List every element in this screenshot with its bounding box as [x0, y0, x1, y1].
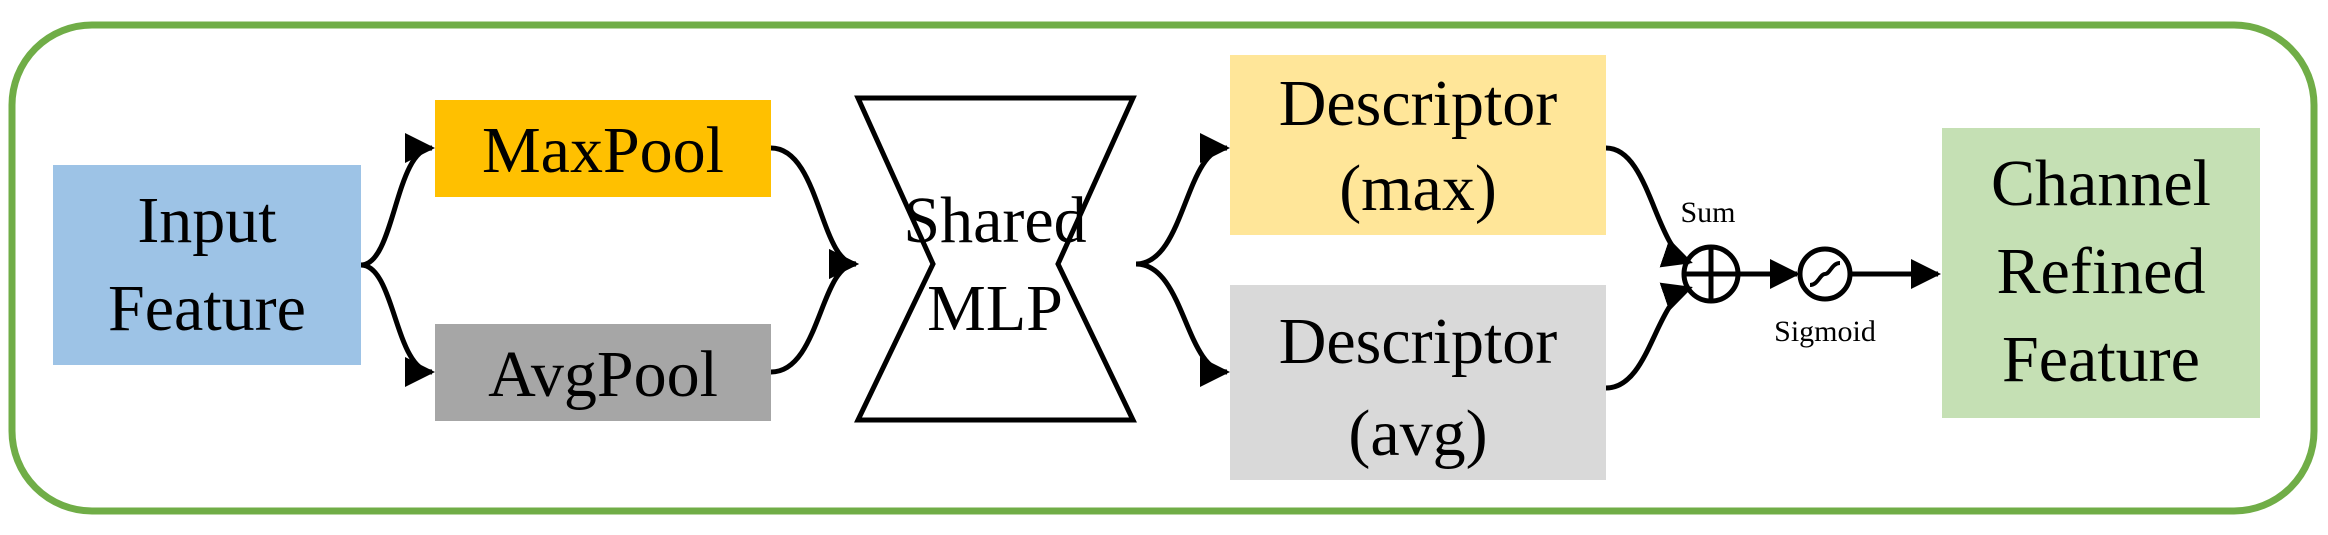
maxpool-box [435, 100, 771, 197]
descriptor-avg-box [1230, 285, 1606, 480]
shared-mlp-shape [854, 95, 1137, 423]
descriptor-avg-node: Descriptor (avg) [1230, 285, 1606, 480]
input-feature-label-line2: Feature [108, 272, 306, 345]
descriptor-max-label-line2: (max) [1339, 152, 1497, 225]
descriptor-avg-label-line1: Descriptor [1279, 305, 1558, 378]
connectors [360, 133, 1941, 391]
arrow-avgpool-to-mlp [770, 249, 859, 375]
descriptor-avg-label-line2: (avg) [1348, 397, 1487, 470]
arrow-input-to-maxpool [360, 133, 435, 268]
arrow-descriptor-max-to-sum [1605, 145, 1693, 268]
input-feature-node: Input Feature [53, 165, 361, 365]
arrow-mlp-to-descriptor-max [1135, 133, 1230, 267]
maxpool-label: MaxPool [482, 114, 724, 187]
shared-mlp-label-line1: Shared [903, 184, 1086, 257]
sum-label: Sum [1680, 196, 1735, 229]
output-feature-node: Channel Refined Feature [1942, 128, 2260, 418]
descriptor-max-node: Descriptor (max) [1230, 55, 1606, 235]
output-feature-label-line2: Refined [1997, 235, 2206, 308]
sigmoid-node: Sigmoid [1774, 246, 1876, 348]
arrow-input-to-avgpool [360, 262, 435, 387]
sigmoid-icon [1797, 246, 1853, 302]
sum-node: Sum [1680, 196, 1741, 304]
circle-plus-icon [1681, 244, 1741, 304]
output-feature-label-line3: Feature [2002, 323, 2200, 396]
descriptor-max-box [1230, 55, 1606, 235]
avgpool-box [435, 324, 771, 421]
arrow-mlp-to-descriptor-avg [1135, 261, 1230, 387]
output-feature-label-line1: Channel [1991, 147, 2211, 220]
maxpool-node: MaxPool [435, 100, 771, 197]
avgpool-node: AvgPool [435, 324, 771, 421]
descriptor-max-label-line1: Descriptor [1279, 67, 1558, 140]
shared-mlp-node: Shared MLP [854, 95, 1137, 423]
sigmoid-label: Sigmoid [1774, 315, 1876, 348]
output-feature-box [1942, 128, 2260, 418]
arrow-descriptor-avg-to-sum [1605, 282, 1693, 391]
shared-mlp-label-line2: MLP [927, 272, 1063, 345]
input-feature-label-line1: Input [137, 184, 276, 257]
avgpool-label: AvgPool [488, 338, 718, 411]
input-feature-box [53, 165, 361, 365]
